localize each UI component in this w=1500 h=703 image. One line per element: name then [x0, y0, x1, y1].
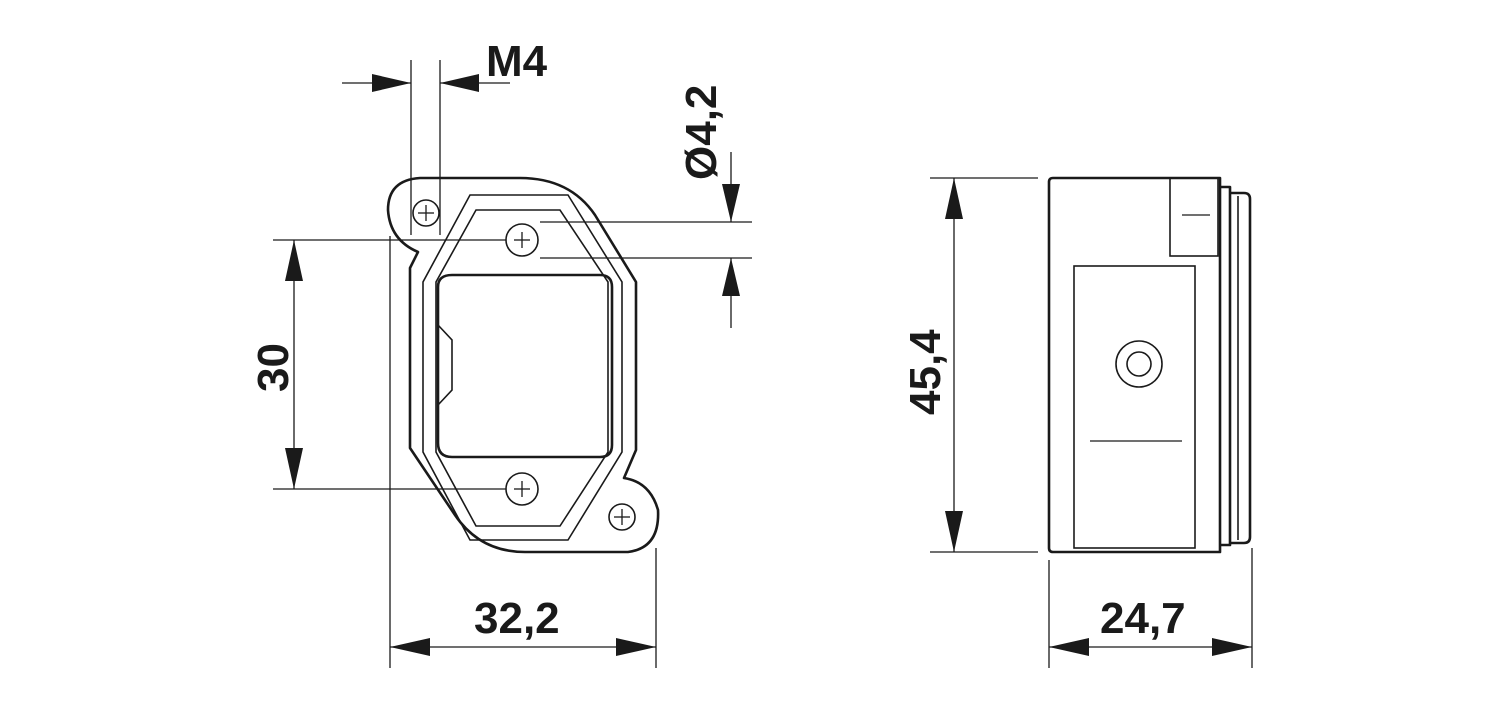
thread-hole-bottom-right — [608, 503, 636, 531]
dim-hole-diameter: Ø4,2 — [540, 85, 752, 328]
dim-housing-height: 45,4 — [901, 177, 1038, 553]
socket-opening — [436, 273, 614, 459]
dim-thread: M4 — [342, 37, 548, 235]
label-hole-diameter: Ø4,2 — [677, 85, 726, 180]
side-screw — [1115, 340, 1163, 388]
label-panel — [1073, 265, 1196, 549]
label-housing-depth: 24,7 — [1100, 594, 1186, 643]
housing-latch — [1169, 177, 1219, 257]
flange-plate — [1220, 185, 1232, 547]
thread-hole-top-left — [412, 199, 440, 227]
side-view: 45,4 24,7 — [901, 176, 1253, 668]
label-hole-spacing: 30 — [249, 343, 298, 392]
gasket-ring — [1230, 191, 1252, 545]
socket-key — [437, 324, 453, 406]
housing-body — [1047, 176, 1222, 554]
dim-hole-spacing: 30 — [249, 239, 506, 490]
gasket-inner — [435, 209, 609, 527]
front-view: M4 Ø4,2 30 32,2 — [249, 37, 752, 668]
label-flange-width: 32,2 — [474, 594, 560, 643]
dim-flange-width: 32,2 — [389, 236, 657, 668]
mounting-hole-bottom — [505, 472, 539, 506]
label-thread: M4 — [486, 37, 548, 86]
gasket-outer — [422, 194, 623, 541]
label-housing-height: 45,4 — [901, 329, 950, 415]
mounting-hole-top — [505, 223, 539, 257]
dim-housing-depth: 24,7 — [1048, 548, 1253, 668]
flange-outline — [386, 176, 660, 554]
